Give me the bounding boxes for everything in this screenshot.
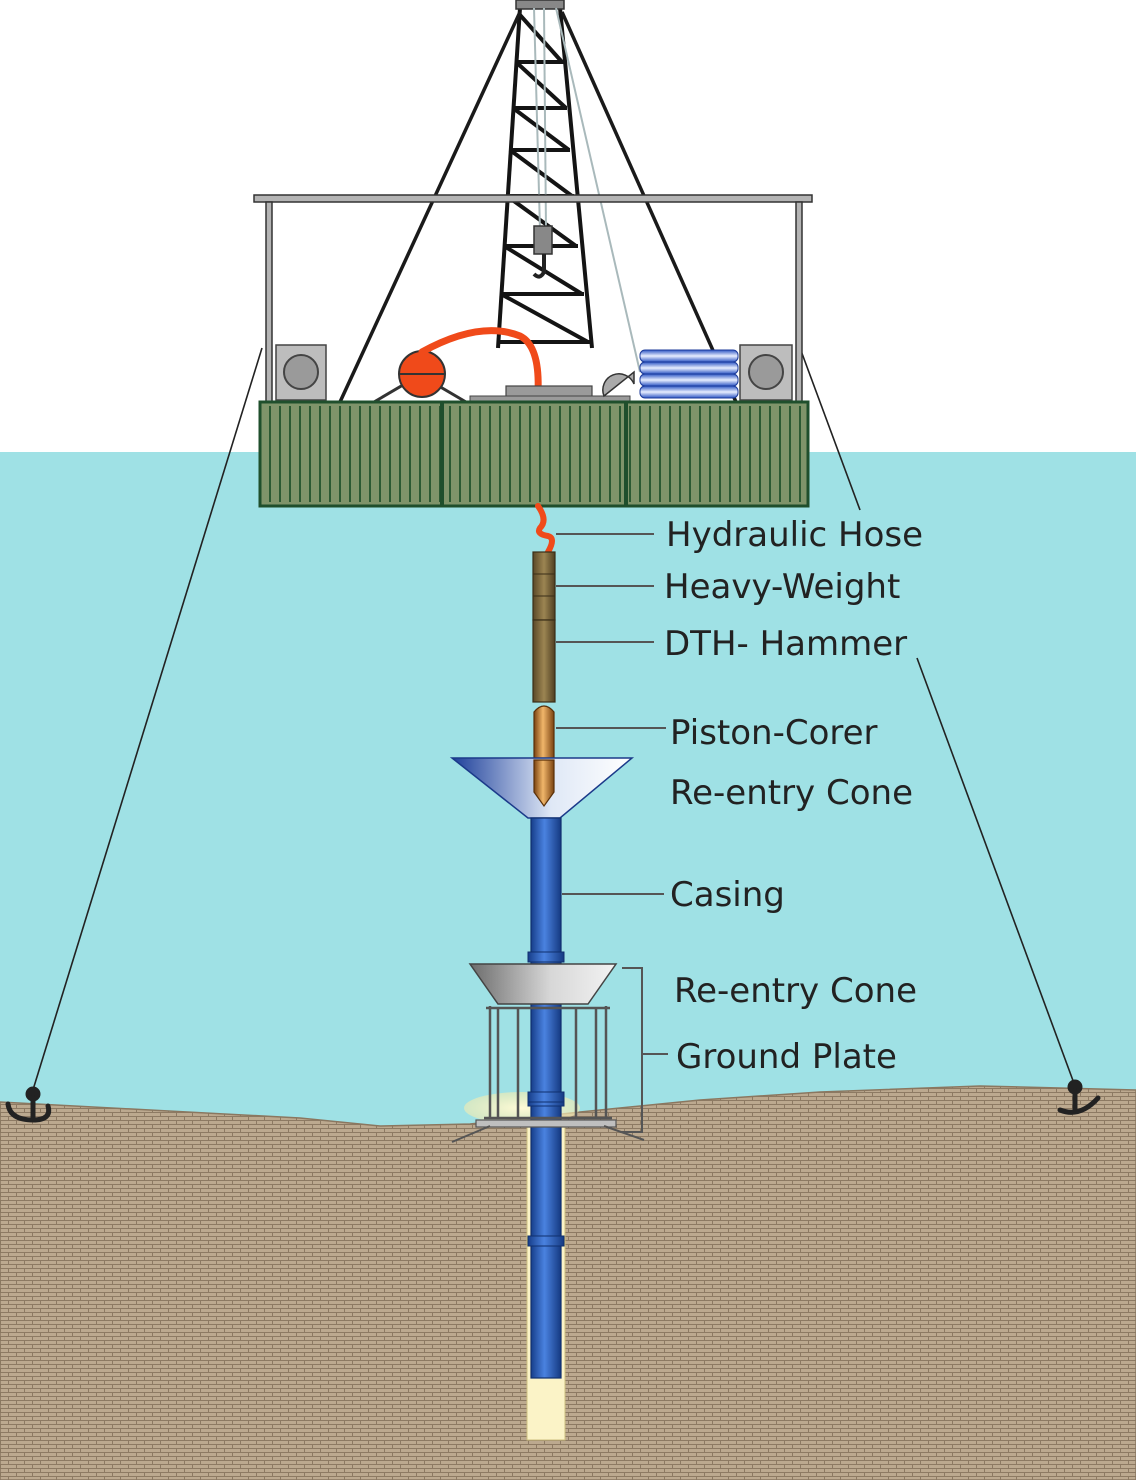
sheave-wheel bbox=[602, 370, 635, 398]
crown-block bbox=[515, 0, 565, 10]
guy-wires bbox=[338, 11, 738, 403]
label-casing: Casing bbox=[670, 875, 785, 915]
label-dth-hammer: DTH- Hammer bbox=[664, 624, 907, 664]
winch-box-left bbox=[275, 344, 327, 401]
reentry-cone-lower bbox=[468, 963, 618, 1005]
winch-box-right bbox=[739, 344, 793, 401]
seabed bbox=[0, 1085, 1136, 1480]
canopy-frame bbox=[253, 194, 813, 405]
anchor-icon bbox=[1057, 1079, 1101, 1115]
casing-coupling bbox=[527, 1235, 565, 1247]
label-ground-plate: Ground Plate bbox=[676, 1037, 897, 1077]
hydraulic-hose-upper bbox=[418, 327, 542, 396]
label-reentry-cone-upper: Re-entry Cone bbox=[670, 773, 913, 813]
dth-hammer bbox=[532, 619, 556, 703]
hydraulic-hose-lower bbox=[535, 503, 555, 555]
pipe-rack bbox=[639, 349, 739, 399]
hook-icon bbox=[532, 254, 546, 279]
hose-reel bbox=[373, 350, 467, 404]
ground-plate bbox=[475, 1119, 617, 1128]
label-reentry-cone-lower: Re-entry Cone bbox=[674, 971, 917, 1011]
label-hydraulic-hose: Hydraulic Hose bbox=[666, 515, 923, 555]
anchor-icon bbox=[5, 1086, 52, 1123]
pontoon bbox=[258, 400, 810, 508]
label-piston-corer: Piston-Corer bbox=[670, 713, 878, 753]
ground-plate-frame bbox=[484, 1006, 612, 1120]
leader-lines bbox=[556, 533, 668, 1133]
travelling-block bbox=[533, 225, 553, 255]
hoist-cables bbox=[533, 7, 641, 373]
piston-corer-tip bbox=[533, 759, 555, 808]
label-heavy-weight: Heavy-Weight bbox=[664, 567, 900, 607]
heavy-weight bbox=[532, 551, 556, 621]
mooring-lines bbox=[31, 347, 1076, 1094]
casing-coupling bbox=[527, 951, 565, 963]
